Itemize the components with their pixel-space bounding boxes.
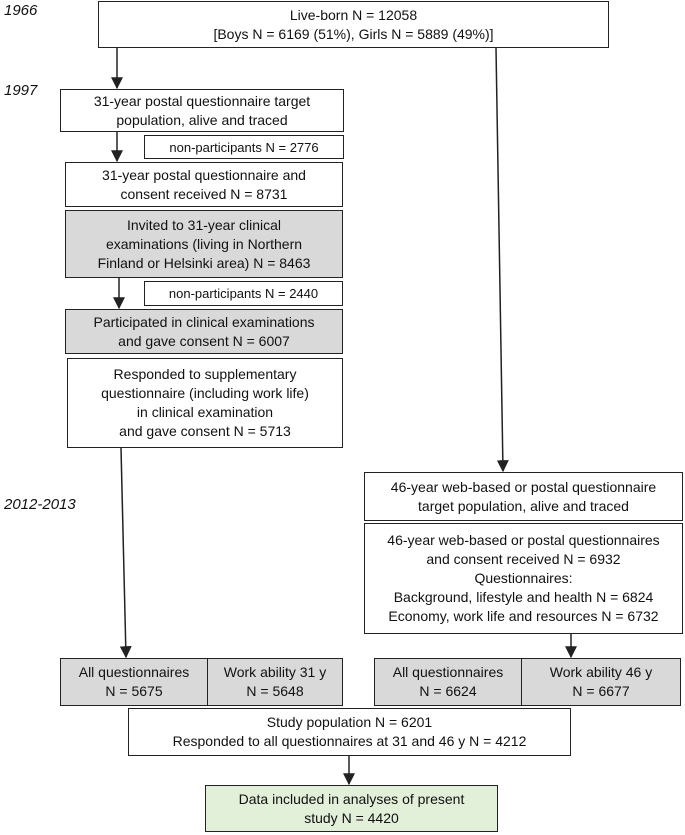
q46-consent-line2: and consent received N = 6932	[426, 551, 621, 567]
all-questionnaires-46-box: All questionnaires N = 6624	[374, 658, 522, 706]
q46-target-box: 46-year web-based or postal questionnair…	[364, 472, 683, 521]
work-ability-46-line1: Work ability 46 y	[549, 664, 653, 680]
liveborn-line1: Live-born N = 12058	[289, 6, 418, 23]
liveborn-line2: [Boys N = 6169 (51%), Girls N = 5889 (49…	[213, 25, 494, 42]
work-ability-46-line2: N = 6677	[572, 683, 630, 699]
liveborn-box: Live-born N = 12058 [Boys N = 6169 (51%)…	[98, 1, 609, 48]
work-ability-31-line2: N = 5648	[246, 683, 304, 699]
supplementary-line4: and gave consent N = 5713	[119, 423, 291, 439]
nonparticipants-box-2: non-participants N = 2440	[144, 281, 343, 306]
q46-consent-line4: Background, lifestyle and health N = 682…	[393, 589, 654, 605]
q31-target-box: 31-year postal questionnaire target popu…	[60, 89, 344, 132]
included-data-line2: study N = 4420	[304, 809, 399, 826]
invited-line3: Finland or Helsinki area) N = 8463	[97, 254, 311, 271]
q46-consent-line1: 46-year web-based or postal questionnair…	[387, 532, 660, 548]
all-questionnaires-46-line1: All questionnaires	[392, 664, 504, 680]
year-label-1966: 1966	[4, 2, 38, 19]
participated-line2: and gave consent N = 6007	[118, 332, 290, 349]
q46-consent-line5: Economy, work life and resources N = 673…	[388, 608, 659, 624]
q46-consent-line3: Questionnaires:	[474, 570, 573, 586]
supplementary-line2: questionnaire (including work life)	[101, 385, 309, 401]
included-data-box: Data included in analyses of present stu…	[205, 785, 498, 832]
nonparticipants-text-1: non-participants N = 2776	[169, 139, 319, 155]
participated-box: Participated in clinical examinations an…	[65, 309, 343, 354]
q31-target-line1: 31-year postal questionnaire target	[93, 92, 311, 109]
q46-target-line1: 46-year web-based or postal questionnair…	[390, 478, 657, 495]
all-questionnaires-31-line1: All questionnaires	[78, 664, 190, 680]
nonparticipants-box-1: non-participants N = 2776	[144, 135, 344, 159]
all-questionnaires-31-line2: N = 5675	[105, 683, 163, 699]
study-population-box: Study population N = 6201 Responded to a…	[128, 708, 571, 756]
invited-box: Invited to 31-year clinical examinations…	[65, 210, 343, 278]
invited-line2: examinations (living in Northern	[105, 235, 303, 252]
work-ability-46-box: Work ability 46 y N = 6677	[521, 658, 681, 706]
study-population-line1: Study population N = 6201	[266, 714, 433, 730]
work-ability-31-line1: Work ability 31 y	[223, 664, 327, 680]
q46-target-line2: target population, alive and traced	[418, 497, 629, 514]
q31-consent-line1: 31-year postal questionnaire and	[102, 166, 306, 183]
q31-target-line2: population, alive and traced	[116, 111, 288, 128]
work-ability-31-box: Work ability 31 y N = 5648	[207, 658, 343, 706]
study-population-line2: Responded to all questionnaires at 31 an…	[172, 733, 527, 749]
year-label-2012-2013: 2012-2013	[4, 496, 76, 513]
q46-consent-box: 46-year web-based or postal questionnair…	[364, 523, 683, 634]
year-label-1997: 1997	[4, 82, 38, 99]
all-questionnaires-31-box: All questionnaires N = 5675	[60, 658, 208, 706]
q31-consent-line2: consent received N = 8731	[120, 185, 288, 202]
supplementary-line1: Responded to supplementary	[113, 366, 297, 382]
supplementary-line3: in clinical examination	[136, 404, 274, 420]
supplementary-box: Responded to supplementary questionnaire…	[67, 358, 343, 448]
invited-line1: Invited to 31-year clinical	[126, 216, 282, 233]
arrow-liveborn-to-q46	[495, 47, 509, 473]
nonparticipants-text-2: non-participants N = 2440	[168, 286, 319, 301]
q31-consent-box: 31-year postal questionnaire and consent…	[65, 162, 343, 207]
all-questionnaires-46-line2: N = 6624	[419, 683, 477, 699]
arrow-supplementary-to-allq31	[119, 447, 132, 659]
participated-line1: Participated in clinical examinations	[93, 313, 315, 330]
included-data-line1: Data included in analyses of present	[238, 790, 465, 807]
